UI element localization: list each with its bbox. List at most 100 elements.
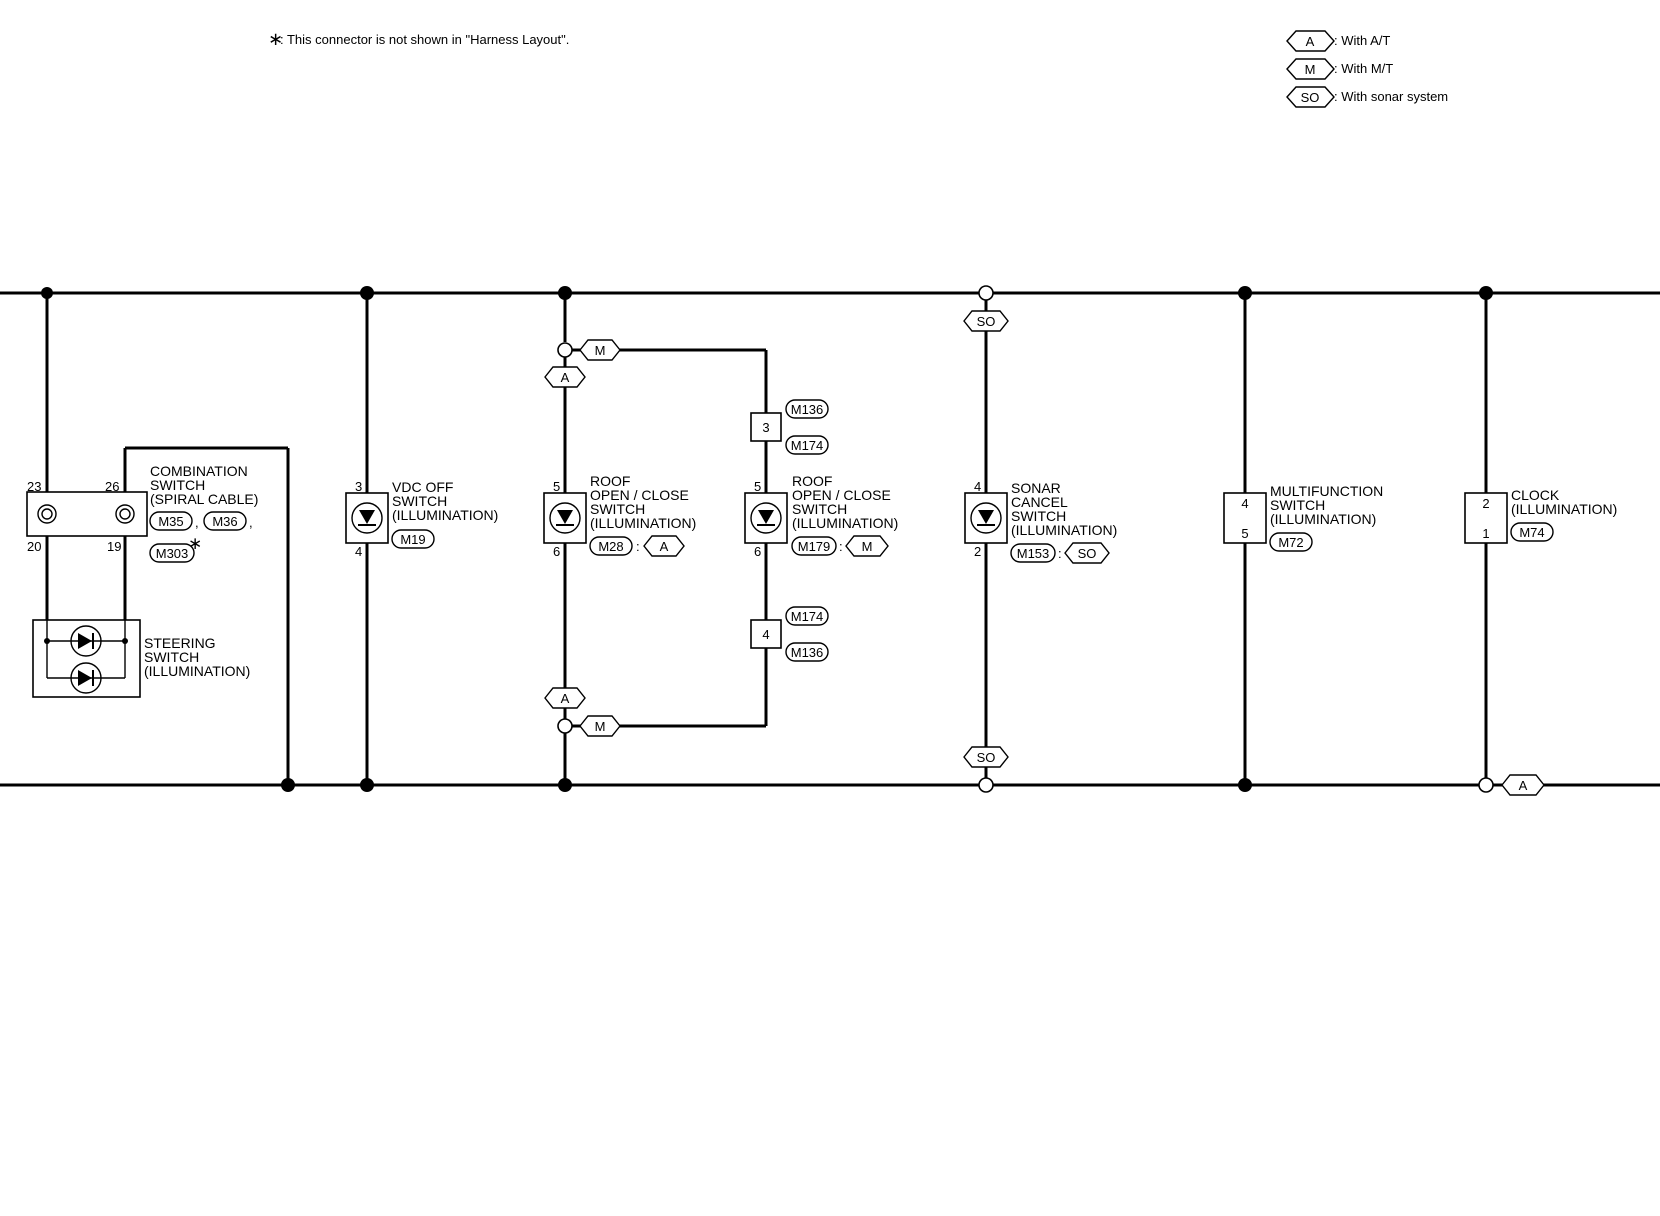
connector-code: M174	[791, 609, 824, 624]
legend-item-at: A : With A/T	[1286, 30, 1390, 52]
legend-mt-desc: : With M/T	[1334, 61, 1393, 76]
splice-dot	[44, 638, 50, 644]
pin-bottom: 6	[553, 544, 560, 559]
legend-at-code: A	[1306, 34, 1315, 49]
roof-switch-mt-label-4: (ILLUMINATION)	[792, 515, 898, 531]
pin-bottom: 6	[754, 544, 761, 559]
joint-pin: 3	[762, 420, 769, 435]
legend-so-tag-shape	[1286, 86, 1335, 108]
joint-pin: 4	[762, 627, 769, 642]
colon: :	[1058, 546, 1062, 561]
combination-switch-box	[26, 491, 148, 537]
svg-text:A: A	[561, 691, 570, 706]
roof-switch-at-label-4: (ILLUMINATION)	[590, 515, 696, 531]
option-tag-m-bottom: M	[579, 715, 621, 737]
svg-text:M: M	[595, 343, 606, 358]
roof-switch-mt-label-1: ROOF	[792, 473, 832, 489]
connector-tag-m179	[791, 536, 837, 556]
connector-code: M174	[791, 438, 824, 453]
led-icon	[750, 502, 782, 534]
connector-code: M153	[1017, 546, 1050, 561]
roof-switch-mt-box	[744, 492, 788, 544]
legend-so-desc: : With sonar system	[1334, 89, 1448, 104]
roof-switch-mt-label-2: OPEN / CLOSE	[792, 487, 891, 503]
connector-tag-m174	[785, 435, 829, 455]
sonar-switch-label-4: (ILLUMINATION)	[1011, 522, 1117, 538]
led-icon	[70, 625, 102, 657]
clock-box	[1464, 492, 1508, 544]
multifunction-switch-label-1: MULTIFUNCTION	[1270, 483, 1383, 499]
colon: :	[839, 539, 843, 554]
connector-tag-m35	[149, 511, 193, 531]
pin-26: 26	[105, 479, 119, 494]
option-tag-m-top: M	[579, 339, 621, 361]
vdc-off-switch-circuit: 3 4 VDC OFF SWITCH (ILLUMINATION) M19	[345, 286, 498, 792]
pin-20: 20	[27, 539, 41, 554]
option-tag-a-bottom: A	[544, 687, 586, 709]
connector-tag-m74	[1510, 522, 1554, 542]
roof-switch-at-label-2: OPEN / CLOSE	[590, 487, 689, 503]
steering-switch-label-2: SWITCH	[144, 649, 199, 665]
clock-circuit: 2 1 CLOCK (ILLUMINATION) M74 A	[1464, 286, 1617, 796]
legend-so-code: SO	[1301, 90, 1320, 105]
combination-switch-label-2: SWITCH	[150, 477, 205, 493]
roof-switch-mt-label-3: SWITCH	[792, 501, 847, 517]
led-icon	[549, 502, 581, 534]
pin-bottom: 1	[1482, 526, 1489, 541]
connector-code: M28	[598, 539, 623, 554]
multifunction-switch-circuit: 4 5 MULTIFUNCTION SWITCH (ILLUMINATION) …	[1223, 286, 1383, 792]
steering-switch-label-1: STEERING	[144, 635, 216, 651]
pin-top: 4	[1241, 496, 1248, 511]
pin-top: 3	[355, 479, 362, 494]
roof-switch-at-label-3: SWITCH	[590, 501, 645, 517]
vdc-off-switch-label-1: VDC OFF	[392, 479, 453, 495]
legend-at-desc: : With A/T	[1334, 33, 1390, 48]
vdc-off-switch-label-3: (ILLUMINATION)	[392, 507, 498, 523]
legend-item-mt: M : With M/T	[1286, 58, 1393, 80]
option-tag-a-clock: A	[1501, 774, 1545, 796]
option-tag-m: M	[845, 535, 889, 557]
connector-tag-m136	[785, 399, 829, 419]
option-splice-open	[557, 342, 573, 358]
option-tag-so: SO	[1064, 542, 1110, 564]
sonar-switch-label-3: SWITCH	[1011, 508, 1066, 524]
option-splice-open	[557, 718, 573, 734]
option-splice-open	[978, 777, 994, 793]
colon: :	[636, 539, 640, 554]
connector-code: M136	[791, 645, 824, 660]
connector-code: M303	[156, 546, 189, 561]
spiral-cable-terminal-icon	[115, 504, 135, 524]
pin-23: 23	[27, 479, 41, 494]
led-icon	[351, 502, 383, 534]
not-in-harness-layout-star: ∗	[188, 534, 202, 553]
combination-switch-label-3: (SPIRAL CABLE)	[150, 491, 258, 507]
connector-tag-m174	[785, 606, 829, 626]
roof-switch-circuit: M A A M 5 6 ROOF OPEN / CLOSE SWITCH (IL…	[543, 286, 898, 792]
svg-text:SO: SO	[977, 750, 996, 765]
connector-code: M179	[798, 539, 831, 554]
svg-text:M: M	[595, 719, 606, 734]
pin-top: 5	[553, 479, 560, 494]
vdc-off-switch-label-2: SWITCH	[392, 493, 447, 509]
connector-code: M136	[791, 402, 824, 417]
separator: ,	[249, 515, 253, 530]
connector-code: M35	[158, 514, 183, 529]
svg-text:A: A	[1519, 778, 1528, 793]
option-tag-a: A	[643, 535, 685, 557]
multifunction-switch-box	[1223, 492, 1267, 544]
spiral-cable-terminal-inner	[41, 508, 53, 520]
connector-note: ∗ : This connector is not shown in "Harn…	[268, 29, 569, 49]
legend-at-tag-shape	[1286, 30, 1335, 52]
clock-label-2: (ILLUMINATION)	[1511, 501, 1617, 517]
separator: ,	[195, 515, 199, 530]
sonar-switch-label-1: SONAR	[1011, 480, 1061, 496]
note-text: : This connector is not shown in "Harnes…	[280, 32, 569, 47]
svg-text:A: A	[561, 370, 570, 385]
pin-bottom: 4	[355, 544, 362, 559]
connector-code: M19	[400, 532, 425, 547]
roof-switch-at-label-1: ROOF	[590, 473, 630, 489]
pin-top: 4	[974, 479, 981, 494]
spiral-cable-terminal-inner	[119, 508, 131, 520]
pin-bottom: 5	[1241, 526, 1248, 541]
